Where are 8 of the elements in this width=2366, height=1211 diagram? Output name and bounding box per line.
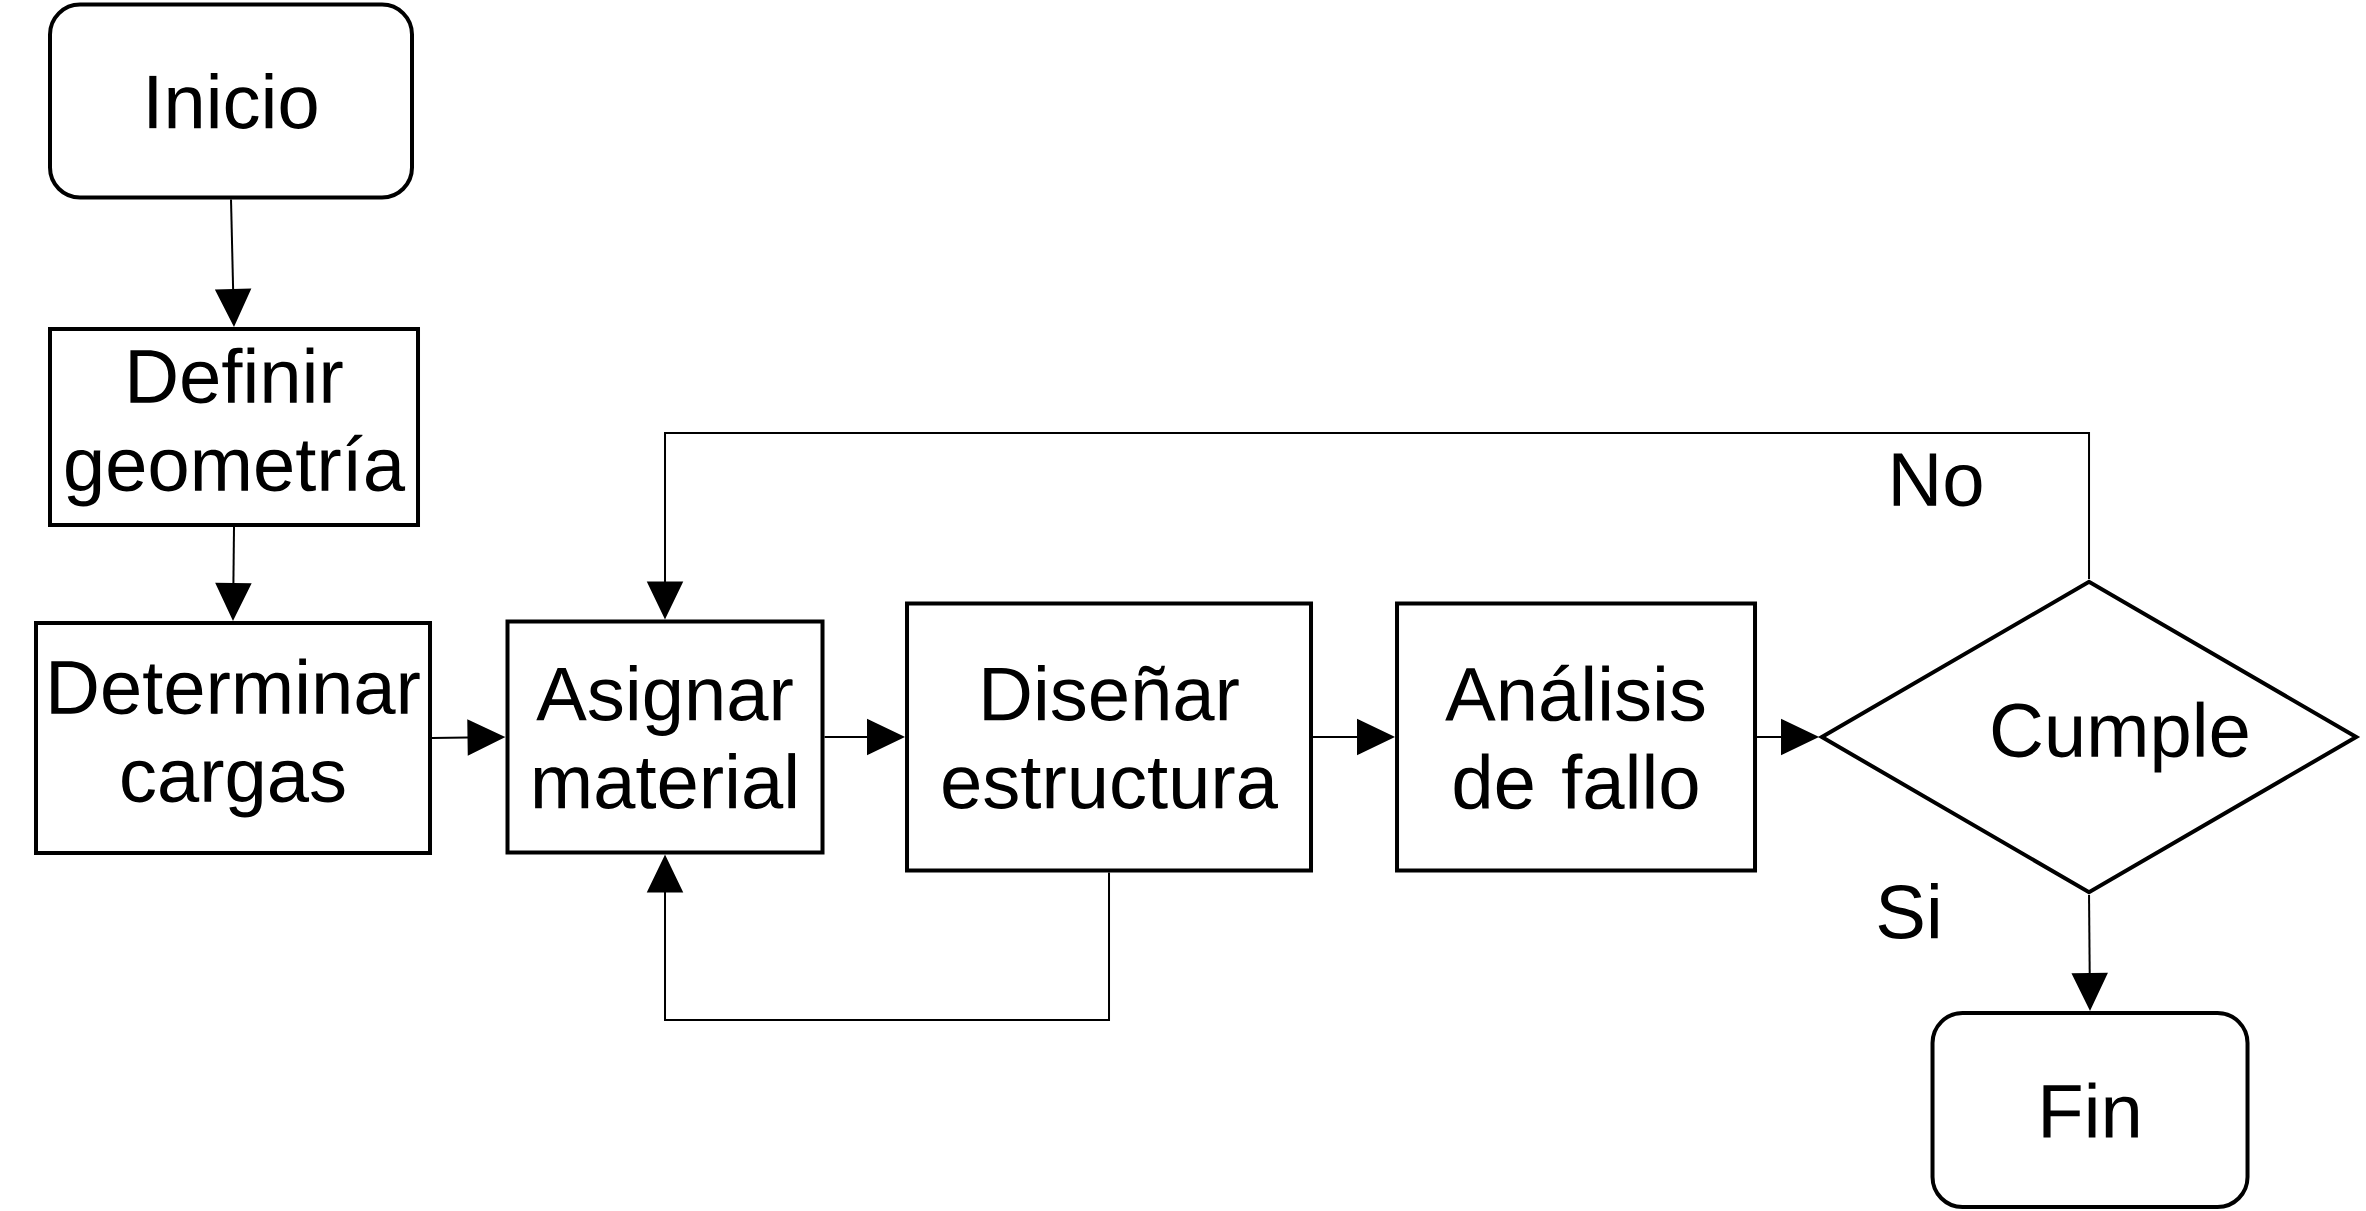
terminal-box: Fin	[1930, 1011, 2250, 1209]
process-box: Determinar cargas	[34, 621, 432, 855]
process-box: Definir geometría	[48, 327, 420, 527]
process-box: Asignar material	[505, 619, 825, 855]
terminal-box: Inicio	[48, 2, 414, 200]
process-box: Diseñar estructura	[905, 601, 1313, 873]
process-box: Análisis de fallo	[1395, 601, 1757, 873]
edge-label: No	[1883, 449, 1989, 511]
